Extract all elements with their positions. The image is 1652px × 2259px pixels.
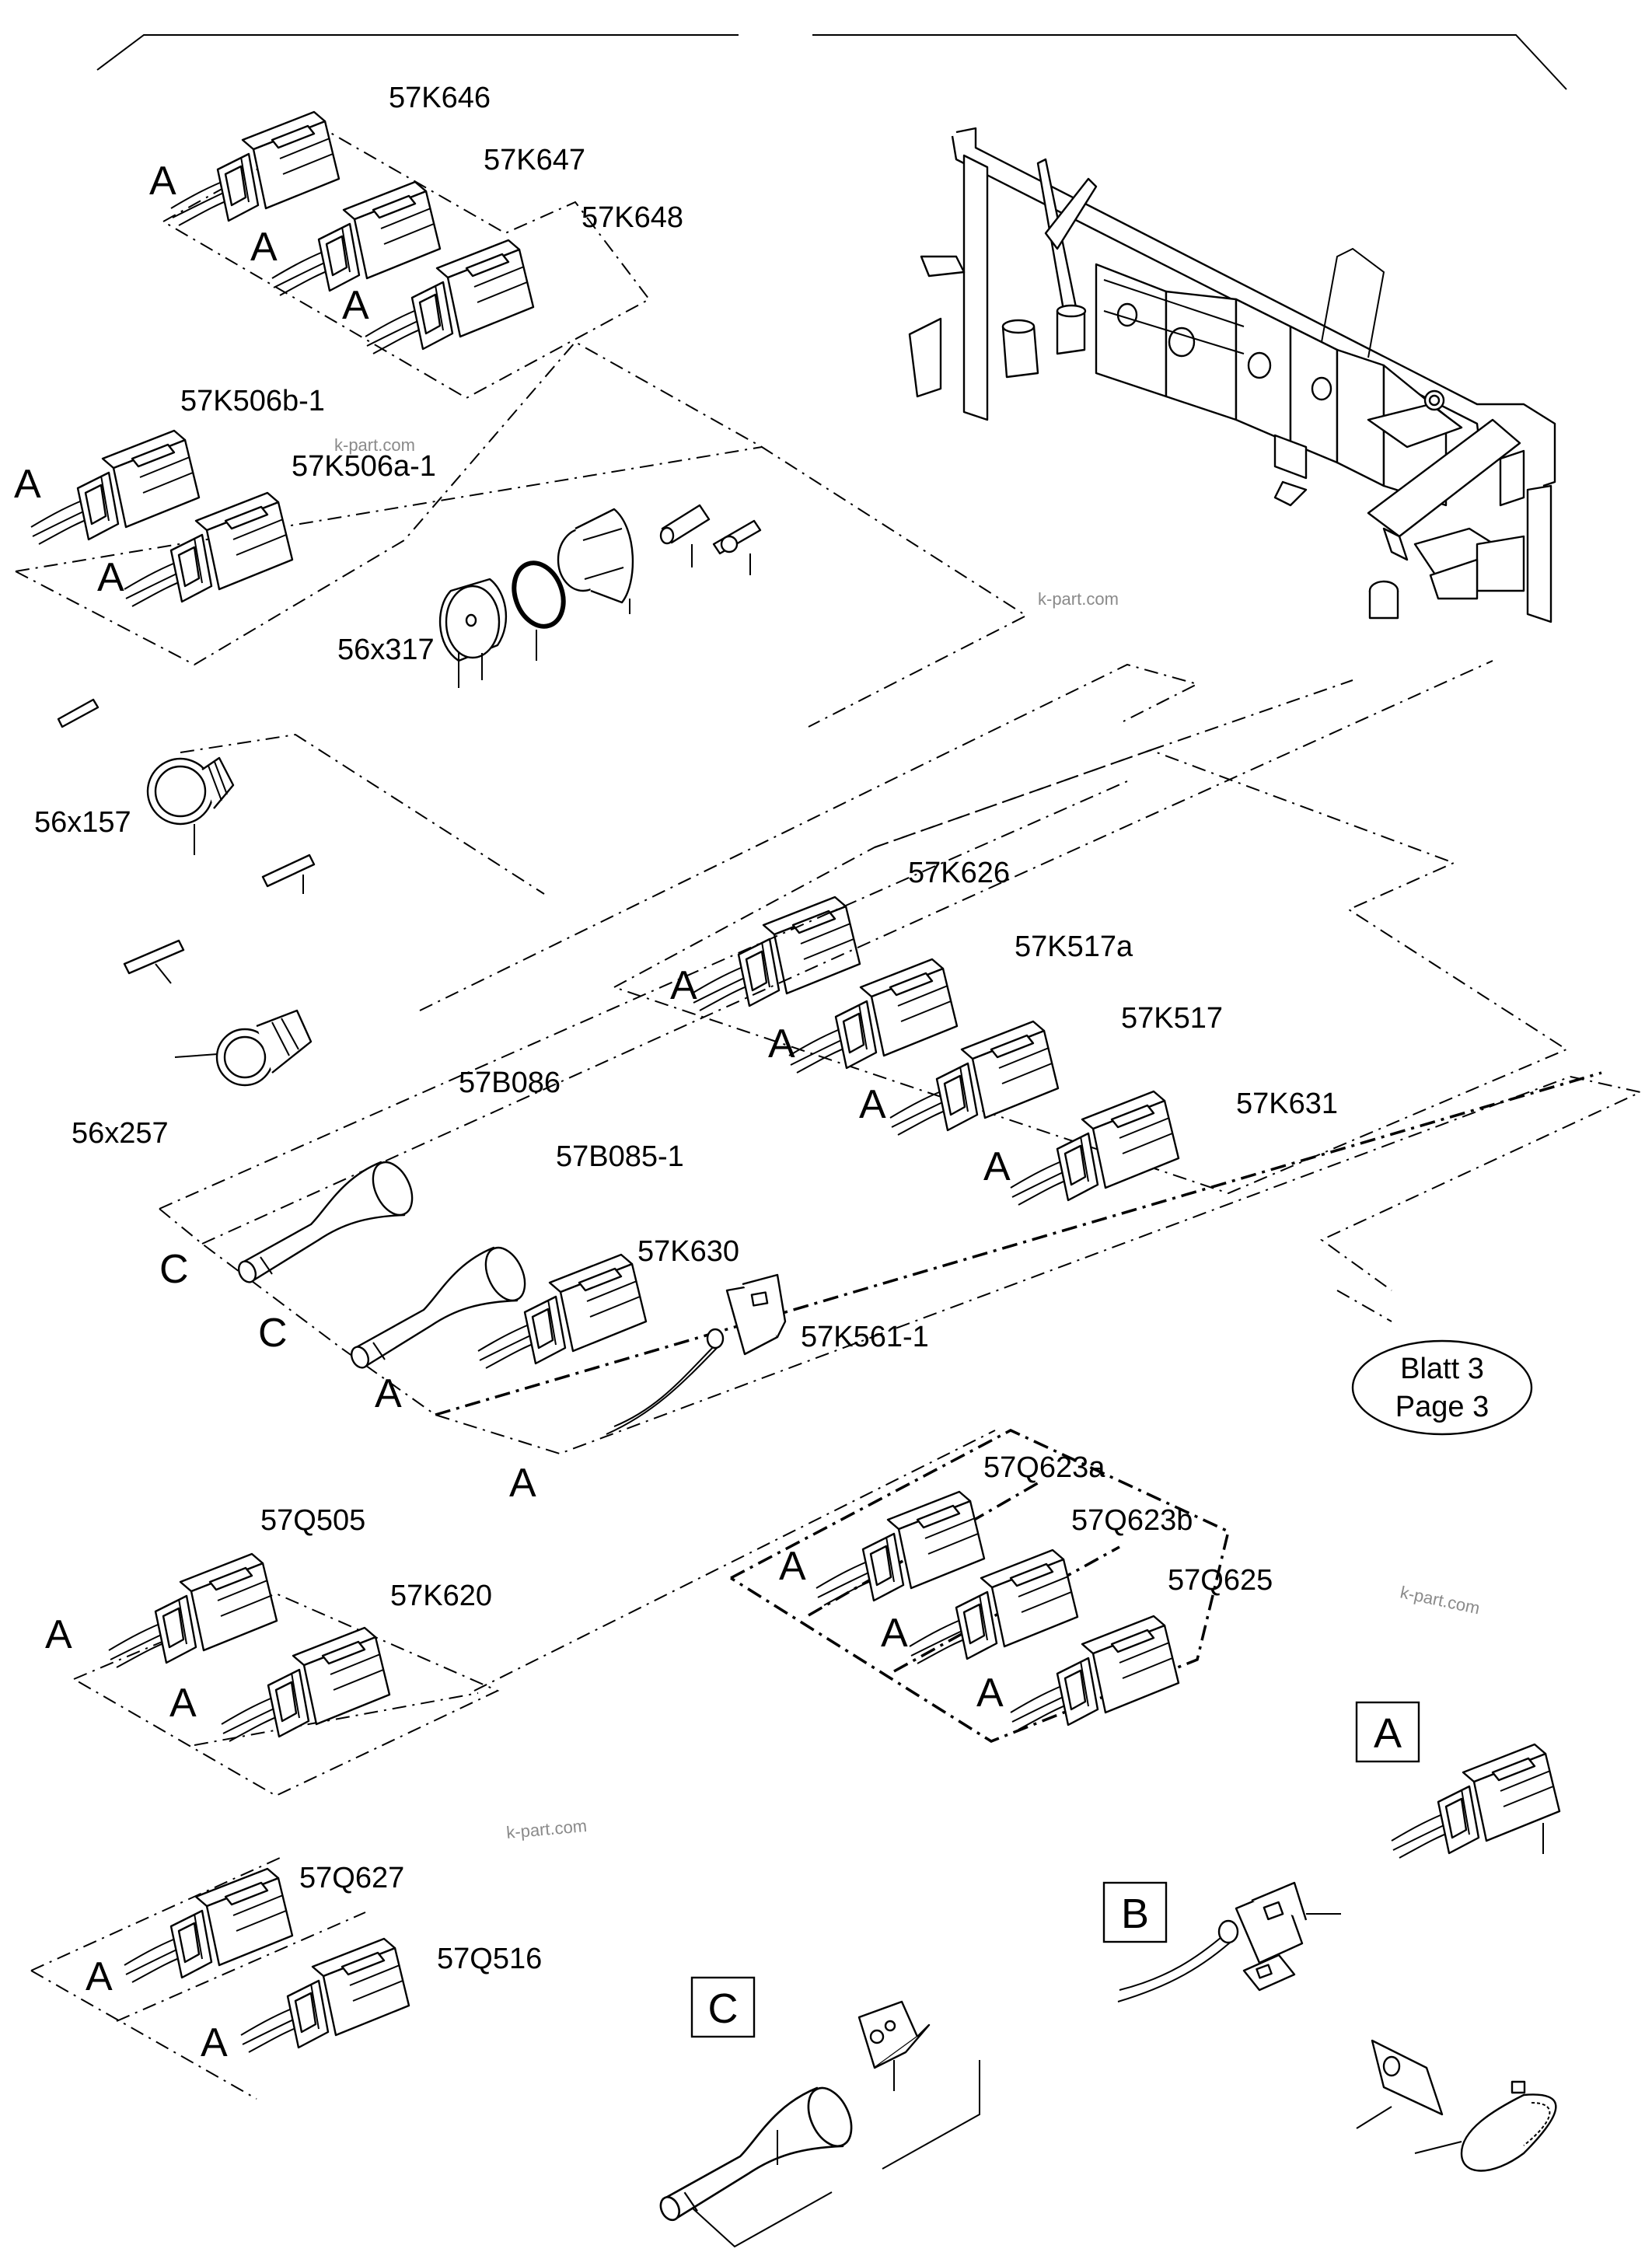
connector-57k561-plug <box>606 1273 787 1435</box>
label-56x317: 56x317 <box>337 634 435 666</box>
type-letter: A <box>45 1612 72 1657</box>
page-reference[interactable]: Blatt 3 Page 3 <box>1351 1339 1533 1436</box>
label-57k517a: 57K517a <box>1015 930 1133 963</box>
type-letter: A <box>169 1681 197 1726</box>
type-letter: A <box>342 283 369 328</box>
bellows-57b085 <box>347 1240 534 1372</box>
group-outline-q623 <box>730 1429 1231 1743</box>
type-letter: A <box>859 1082 886 1127</box>
pin-part <box>261 854 316 888</box>
label-57q623b: 57Q623b <box>1071 1504 1193 1537</box>
legend-plug-c <box>857 2000 931 2091</box>
group-outline-506 <box>15 340 1029 728</box>
type-letter: A <box>976 1671 1004 1716</box>
machine-assembly <box>908 127 1556 623</box>
label-57k648: 57K648 <box>582 201 683 234</box>
label-57k630: 57K630 <box>637 1235 739 1268</box>
type-letter: A <box>670 963 697 1008</box>
bellows-57b086 <box>234 1154 421 1287</box>
connector-57k620 <box>220 1626 391 1743</box>
legend-valve-plug-b <box>1117 1881 1341 2002</box>
label-57q625: 57Q625 <box>1168 1564 1273 1597</box>
type-letter: C <box>258 1311 288 1356</box>
type-letter: A <box>983 1144 1011 1189</box>
page-ref-line1: Blatt 3 <box>1400 1353 1484 1385</box>
connector-57k626 <box>690 896 861 1012</box>
type-letter: C <box>159 1247 189 1292</box>
type-letter: A <box>779 1544 806 1589</box>
legend-box-c <box>690 1976 756 2038</box>
connector-57q623a <box>815 1490 986 1607</box>
legend-letter-a: A <box>1374 1710 1402 1757</box>
label-57k631: 57K631 <box>1236 1088 1338 1120</box>
type-letter: A <box>768 1021 795 1067</box>
round-connector-56x157 <box>146 756 235 855</box>
watermark: k-part.com <box>1399 1582 1482 1618</box>
label-57k626: 57K626 <box>908 857 1010 889</box>
label-57k647: 57K647 <box>484 144 585 176</box>
label-57q623a: 57Q623a <box>983 1451 1105 1484</box>
label-57k561: 57K561-1 <box>801 1321 929 1353</box>
group-outline-626 <box>613 749 1569 1195</box>
connector-57k647 <box>271 180 442 297</box>
connector-57q627 <box>123 1867 294 1984</box>
type-letter: A <box>14 462 41 507</box>
legend-letter-c: C <box>708 1985 739 2032</box>
type-letter: A <box>881 1611 908 1656</box>
connector-57k646 <box>169 110 341 227</box>
label-57k517: 57K517 <box>1121 1002 1223 1035</box>
legend-letter-b: B <box>1121 1891 1149 1937</box>
type-letter: A <box>97 555 124 600</box>
group-outline-top <box>162 129 651 400</box>
type-letter: A <box>86 1954 113 1999</box>
legend-bellows-c <box>656 2079 861 2225</box>
label-56x257: 56x257 <box>72 1117 169 1150</box>
legend-box-b <box>1102 1881 1168 1943</box>
label-57k620: 57K620 <box>390 1580 492 1612</box>
type-letter: A <box>250 225 278 270</box>
page-ref-line2: Page 3 <box>1395 1391 1489 1423</box>
type-letter: A <box>201 2020 228 2065</box>
type-letter: A <box>509 1461 536 1506</box>
connector-57k506b <box>30 429 201 546</box>
label-57k506a: 57K506a-1 <box>292 450 436 483</box>
group-outline-q627 <box>30 1857 366 2100</box>
cable-gland-parts <box>438 504 762 688</box>
label-57k506b: 57K506b-1 <box>180 385 325 417</box>
label-57b086: 57B086 <box>459 1067 561 1099</box>
gasket-and-cable-tie <box>1356 2039 1557 2172</box>
connector-57q505 <box>107 1552 278 1669</box>
connector-57q516 <box>239 1937 410 2054</box>
label-56x157: 56x157 <box>34 806 131 839</box>
type-letter: A <box>375 1371 402 1416</box>
round-connector-56x257 <box>174 1009 313 1087</box>
contact-pin <box>123 939 185 975</box>
watermark: k-part.com <box>1038 589 1119 609</box>
type-letter: A <box>149 159 176 204</box>
pin-part <box>57 698 100 728</box>
legend-box-a <box>1355 1701 1420 1763</box>
label-57q516: 57Q516 <box>437 1943 542 1975</box>
label-57q627: 57Q627 <box>299 1862 404 1894</box>
label-57k646: 57K646 <box>389 82 491 114</box>
label-57q505: 57Q505 <box>260 1504 365 1537</box>
watermark: k-part.com <box>505 1816 588 1842</box>
label-57b085: 57B085-1 <box>556 1140 684 1173</box>
watermark: k-part.com <box>334 435 415 455</box>
